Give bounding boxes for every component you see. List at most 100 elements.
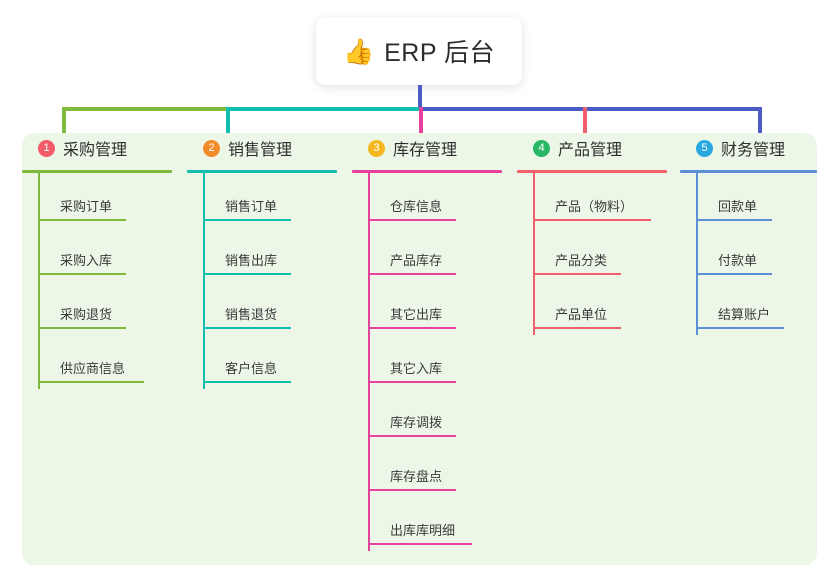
item-rule <box>533 273 621 275</box>
column-spine-1 <box>38 173 40 389</box>
item-rule <box>38 327 126 329</box>
list-item[interactable]: 销售出库 <box>187 227 337 281</box>
item-rule <box>696 219 772 221</box>
list-item[interactable]: 仓库信息 <box>352 173 502 227</box>
item-label: 销售出库 <box>225 253 278 268</box>
item-rule <box>533 327 621 329</box>
column-header-rule-5 <box>680 170 817 173</box>
list-item[interactable]: 库存盘点 <box>352 443 502 497</box>
item-label: 销售订单 <box>225 199 278 214</box>
item-rule <box>368 273 456 275</box>
column-spine-5 <box>696 173 698 335</box>
item-label: 其它入库 <box>390 361 443 376</box>
column-header-rule-3 <box>352 170 502 173</box>
item-rule <box>368 327 456 329</box>
list-item[interactable]: 销售退货 <box>187 281 337 335</box>
item-label: 结算账户 <box>718 307 771 322</box>
list-item[interactable]: 付款单 <box>680 227 817 281</box>
column-header-2[interactable]: 2 销售管理 <box>187 133 337 163</box>
column-title-3: 库存管理 <box>393 142 458 159</box>
column-title-4: 产品管理 <box>558 142 623 159</box>
column-badge-1: 1 <box>38 139 55 157</box>
item-label: 产品库存 <box>390 253 443 268</box>
drop-sales <box>226 107 230 139</box>
list-item[interactable]: 回款单 <box>680 173 817 227</box>
item-rule <box>38 381 144 383</box>
item-label: 出库库明细 <box>390 523 456 538</box>
column-badge-3: 3 <box>368 139 385 157</box>
thumbs-up-icon: 👍 <box>342 36 375 66</box>
column-items-2: 销售订单销售出库销售退货客户信息 <box>187 173 337 389</box>
list-item[interactable]: 产品库存 <box>352 227 502 281</box>
item-label: 产品（物料） <box>555 199 634 214</box>
column-header-5[interactable]: 5 财务管理 <box>680 133 817 163</box>
column-spine-2 <box>203 173 205 389</box>
item-rule <box>368 381 456 383</box>
item-label: 客户信息 <box>225 361 278 376</box>
item-label: 其它出库 <box>390 307 443 322</box>
list-item[interactable]: 采购退货 <box>22 281 172 335</box>
column-badge-2: 2 <box>203 139 220 157</box>
item-rule <box>203 327 291 329</box>
item-label: 回款单 <box>718 199 758 214</box>
item-label: 采购订单 <box>60 199 113 214</box>
list-item[interactable]: 其它出库 <box>352 281 502 335</box>
column-items-5: 回款单付款单结算账户 <box>680 173 817 335</box>
item-label: 产品分类 <box>555 253 608 268</box>
column-items-4: 产品（物料） 产品分类产品单位 <box>517 173 667 335</box>
list-item[interactable]: 出库库明细 <box>352 497 502 551</box>
column-2: 2 销售管理销售订单销售出库销售退货客户信息 <box>187 133 337 389</box>
root-node-card[interactable]: 👍 ERP 后台 <box>316 17 522 85</box>
column-badge-5: 5 <box>696 139 713 157</box>
list-item[interactable]: 销售订单 <box>187 173 337 227</box>
list-item[interactable]: 产品分类 <box>517 227 667 281</box>
item-rule <box>203 273 291 275</box>
drop-finance <box>758 107 762 139</box>
column-spine-4 <box>533 173 535 335</box>
column-header-1[interactable]: 1 采购管理 <box>22 133 172 163</box>
item-label: 采购退货 <box>60 307 113 322</box>
item-rule <box>38 273 126 275</box>
drop-purchase <box>62 107 66 139</box>
column-title-2: 销售管理 <box>228 142 293 159</box>
item-rule <box>368 435 456 437</box>
item-label: 采购入库 <box>60 253 113 268</box>
item-rule <box>203 219 291 221</box>
item-rule <box>368 543 472 545</box>
item-label: 库存调拨 <box>390 415 443 430</box>
item-rule <box>533 219 651 221</box>
list-item[interactable]: 供应商信息 <box>22 335 172 389</box>
drop-product <box>583 107 587 139</box>
item-label: 产品单位 <box>555 307 608 322</box>
item-rule <box>38 219 126 221</box>
list-item[interactable]: 产品单位 <box>517 281 667 335</box>
column-header-3[interactable]: 3 库存管理 <box>352 133 502 163</box>
column-items-1: 采购订单采购入库采购退货供应商信息 <box>22 173 172 389</box>
drop-inventory <box>419 107 423 139</box>
mindmap-panel: 1 采购管理采购订单采购入库采购退货供应商信息 2 销售管理销售订单销售出库销售退货客… <box>22 133 817 565</box>
column-header-rule-4 <box>517 170 667 173</box>
list-item[interactable]: 结算账户 <box>680 281 817 335</box>
list-item[interactable]: 库存调拨 <box>352 389 502 443</box>
list-item[interactable]: 采购订单 <box>22 173 172 227</box>
item-rule <box>368 219 456 221</box>
item-rule <box>203 381 291 383</box>
list-item[interactable]: 客户信息 <box>187 335 337 389</box>
column-title-5: 财务管理 <box>721 142 786 159</box>
column-1: 1 采购管理采购订单采购入库采购退货供应商信息 <box>22 133 172 389</box>
list-item[interactable]: 产品（物料） <box>517 173 667 227</box>
list-item[interactable]: 采购入库 <box>22 227 172 281</box>
column-spine-3 <box>368 173 370 551</box>
item-label: 付款单 <box>718 253 758 268</box>
column-title-1: 采购管理 <box>63 142 128 159</box>
column-5: 5 财务管理回款单付款单结算账户 <box>680 133 817 335</box>
bus-green <box>62 107 228 111</box>
list-item[interactable]: 其它入库 <box>352 335 502 389</box>
column-header-rule-1 <box>22 170 172 173</box>
item-label: 销售退货 <box>225 307 278 322</box>
item-rule <box>368 489 456 491</box>
root-stem-connector <box>418 85 422 109</box>
